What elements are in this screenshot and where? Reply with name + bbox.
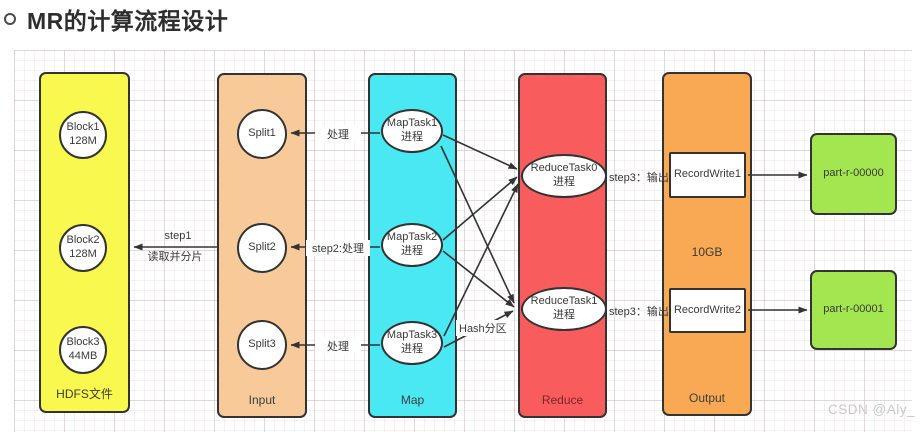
node-maptask2-sub: 进程 xyxy=(401,245,423,257)
node-maptask2-name: MapTask2 xyxy=(386,231,438,244)
column-output: Output xyxy=(662,72,752,416)
edge-label-step1: step1 xyxy=(164,230,192,242)
node-maptask1-sub: 进程 xyxy=(401,131,423,143)
node-block3-size: 44MB xyxy=(68,350,98,362)
arrow-map2-to-reduce1 xyxy=(442,250,515,308)
node-block2: Block2 128M xyxy=(59,224,107,272)
column-reduce-label: Reduce xyxy=(541,393,584,407)
node-block2-name: Block2 xyxy=(66,234,100,247)
node-maptask1-name: MapTask1 xyxy=(386,117,438,130)
node-reducetask0-name: ReduceTask0 xyxy=(530,162,598,175)
edge-label-step3-top: step3：输出 xyxy=(609,172,669,184)
node-block1-name: Block1 xyxy=(66,121,100,134)
list-bullet-icon xyxy=(4,13,16,25)
arrow-map1-to-reduce1 xyxy=(440,145,515,304)
node-maptask3-sub: 进程 xyxy=(401,343,423,355)
output-size-label: 10GB xyxy=(691,245,723,259)
node-block2-size: 128M xyxy=(69,248,97,260)
edge-label-step2: step2:处理 xyxy=(306,240,370,256)
arrow-map3-to-reduce0 xyxy=(443,183,519,337)
column-reduce: Reduce xyxy=(518,73,607,418)
column-map-label: Map xyxy=(400,393,425,407)
node-reducetask1: ReduceTask1 进程 xyxy=(521,287,607,331)
column-hdfs-label: HDFS文件 xyxy=(56,387,113,401)
node-split2: Split2 xyxy=(237,223,287,273)
node-split3: Split3 xyxy=(237,320,287,370)
node-split1: Split1 xyxy=(237,109,287,159)
edge-label-process-top: 处理 xyxy=(315,126,361,142)
node-part-r-00000: part-r-00000 xyxy=(810,133,897,215)
edge-label-step3-bottom: step3：输出 xyxy=(609,306,669,318)
node-maptask3-name: MapTask3 xyxy=(386,329,438,342)
node-reducetask0: ReduceTask0 进程 xyxy=(521,154,607,198)
node-maptask1: MapTask1 进程 xyxy=(381,109,443,153)
node-block1-size: 128M xyxy=(69,135,97,147)
edge-label-hash-partition: Hash分区 xyxy=(456,320,510,336)
node-recordwrite1: RecordWrite1 xyxy=(669,152,746,198)
page-title: MR的计算流程设计 xyxy=(27,8,229,34)
watermark: CSDN @Aly_ xyxy=(828,402,915,417)
node-reducetask1-name: ReduceTask1 xyxy=(530,295,598,308)
node-part-r-00001: part-r-00001 xyxy=(810,270,897,350)
arrow-map1-to-reduce0 xyxy=(442,134,518,170)
node-reducetask0-sub: 进程 xyxy=(553,176,575,188)
node-block1: Block1 128M xyxy=(59,111,107,159)
node-block3: Block3 44MB xyxy=(59,326,107,374)
grid-background xyxy=(14,50,912,432)
node-maptask2: MapTask2 进程 xyxy=(381,223,443,267)
edge-label-step1-desc: 读取并分片 xyxy=(147,251,203,263)
node-recordwrite2: RecordWrite2 xyxy=(669,288,746,333)
node-maptask3: MapTask3 进程 xyxy=(381,321,443,365)
column-output-label: Output xyxy=(688,391,726,405)
arrow-map2-to-reduce0 xyxy=(442,176,518,241)
edge-label-process-bottom: 处理 xyxy=(315,338,361,354)
node-reducetask1-sub: 进程 xyxy=(553,309,575,321)
column-input-label: Input xyxy=(248,393,276,407)
node-block3-name: Block3 xyxy=(66,336,100,349)
